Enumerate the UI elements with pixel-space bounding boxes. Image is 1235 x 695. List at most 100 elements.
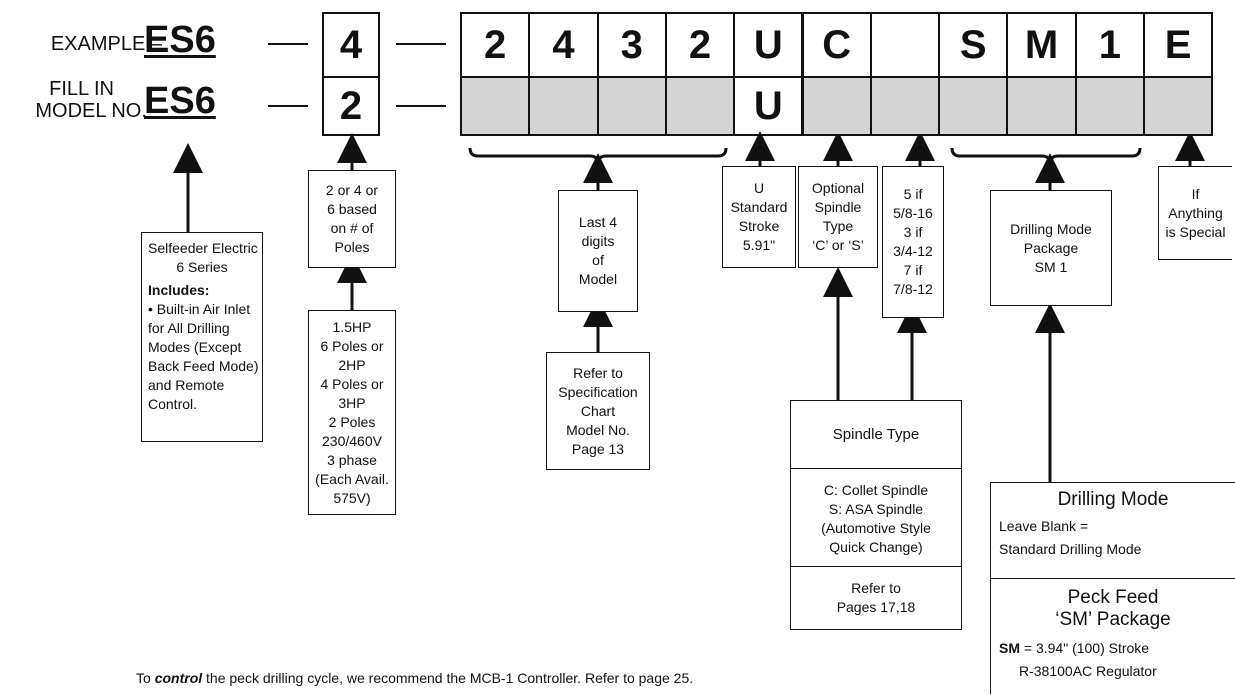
drilling-pkg-line: SM 1 [1034,258,1068,275]
spec-line: Model No. [566,421,630,438]
fill-cell[interactable] [1006,76,1077,136]
spindle-refer-line: Pages 17,18 [836,599,916,615]
example-cell: M [1006,12,1077,78]
example-cell: 2 [664,12,736,78]
thread-line: 7/8-12 [893,281,933,297]
series-line: • Built-in Air Inlet [148,301,251,317]
series-line: Back Feed Mode) [148,358,259,374]
drilling-mode-box: Drilling Mode Leave Blank = Standard Dri… [990,482,1235,694]
optional-line: Type [822,218,854,234]
power-line: 6 Poles or [320,337,384,354]
example-cell: 1 [1074,12,1145,78]
series-box: Selfeeder Electric 6 Series Includes: • … [141,232,263,442]
series-title-2: 6 Series [176,259,228,275]
drilling-pkg-line: Drilling Mode [1010,220,1092,237]
optional-line: Spindle [814,199,862,215]
optional-spindle-box: Optional Spindle Type ‘C’ or ‘S’ [798,166,878,268]
poles-line: on # of [330,220,374,236]
fill-cell[interactable] [460,76,531,136]
drilling-mode-top: Drilling Mode Leave Blank = Standard Dri… [991,483,1235,579]
last4-line: Model [578,271,618,287]
stroke-line: 5.91" [742,237,776,253]
special-box: If Anything is Special [1158,166,1232,260]
stroke-line: Stroke [738,218,780,234]
example-dash-2 [396,43,446,45]
spindle-type-refer: Refer to Pages 17,18 [791,567,961,629]
footer-note: To control the peck drilling cycle, we r… [136,670,693,686]
spec-line: Chart [580,402,616,419]
drilling-mode-title: Drilling Mode [1057,489,1169,510]
fill-cell[interactable] [1074,76,1145,136]
peck-feed-title-1: Peck Feed [1067,587,1159,608]
spindle-type-line: (Automotive Style [821,520,931,536]
example-cell: S [938,12,1009,78]
spindle-type-line: C: Collet Spindle [823,482,929,498]
example-cell: E [1143,12,1214,78]
footer-em: control [154,670,203,686]
example-cell: U [733,12,804,78]
series-line: Modes (Except [148,339,242,355]
thread-line: 5/8-16 [893,205,933,221]
drilling-package-box: Drilling Mode Package SM 1 [990,190,1112,306]
fill-cell[interactable] [528,76,599,136]
special-line: If [1191,185,1200,202]
poles-box: 2 or 4 or 6 based on # of Poles [308,170,396,268]
peck-feed-title-2: ‘SM’ Package [1055,609,1171,630]
footer-pre: To [136,670,155,686]
last4-line: Last 4 [578,214,618,230]
power-line: 2HP [338,356,366,373]
peck-sm-rest: = 3.94" (100) Stroke [1020,640,1150,656]
fill-poles-cell[interactable]: 2 [322,76,380,136]
example-cell: 3 [596,12,667,78]
example-label: EXAMPLE – [50,33,162,55]
stroke-line: Standard [730,199,788,215]
poles-line: 6 based [327,201,377,217]
optional-line: Optional [811,180,865,196]
spec-box: Refer to Specification Chart Model No. P… [546,352,650,470]
example-cell: 4 [528,12,599,78]
peck-feed-section: Peck Feed ‘SM’ Package SM = 3.94" (100) … [991,579,1235,695]
example-prefix: ES6 [144,19,216,61]
example-dash-1 [268,43,308,45]
power-line: 230/460V [322,432,382,449]
spindle-type-line: S: ASA Spindle [828,501,924,517]
series-includes: Includes: [148,282,210,298]
peck-sm-line: SM = 3.94" (100) Stroke [999,639,1227,658]
series-line: for All Drilling [148,320,230,336]
thread-box: 5 if 5/8-16 3 if 3/4-12 7 if 7/8-12 [882,166,944,318]
fill-label-line1: FILL IN [49,78,114,100]
power-line: 4 Poles or [320,375,384,392]
fill-cell[interactable] [1143,76,1214,136]
fill-dash-1 [268,105,308,107]
fill-cell[interactable] [596,76,667,136]
fill-dash-2 [396,105,446,107]
peck-sm-key: SM [999,640,1020,656]
thread-line: 3/4-12 [893,243,933,259]
power-line: 3HP [338,394,366,411]
last4-line: of [592,252,604,268]
thread-line: 7 if [903,262,923,278]
fill-cell[interactable] [664,76,736,136]
footer-post: the peck drilling cycle, we recommend th… [202,670,694,686]
thread-line: 3 if [903,224,923,240]
poles-line: 2 or 4 or [325,182,379,198]
series-title-1: Selfeeder Electric [148,240,258,256]
series-line: and Remote [148,377,225,393]
fill-cell[interactable]: U [733,76,804,136]
fill-cell[interactable] [801,76,872,136]
power-line: 575V) [333,489,371,506]
fill-cell[interactable] [869,76,941,136]
spindle-type-box: Spindle Type C: Collet Spindle S: ASA Sp… [790,400,962,630]
stroke-line: U [753,180,765,196]
spec-line: Refer to [573,364,623,381]
spindle-type-details: C: Collet Spindle S: ASA Spindle (Automo… [791,469,961,567]
power-line: 1.5HP [332,318,372,335]
power-box: 1.5HP 6 Poles or 2HP 4 Poles or 3HP 2 Po… [308,310,396,515]
fill-cell[interactable] [938,76,1009,136]
power-line: 3 phase [327,451,377,468]
example-cell: C [801,12,872,78]
spindle-type-title: Spindle Type [791,401,961,469]
example-cell [869,12,941,78]
bracket-last4 [468,147,728,165]
last4-box: Last 4 digits of Model [558,190,638,312]
